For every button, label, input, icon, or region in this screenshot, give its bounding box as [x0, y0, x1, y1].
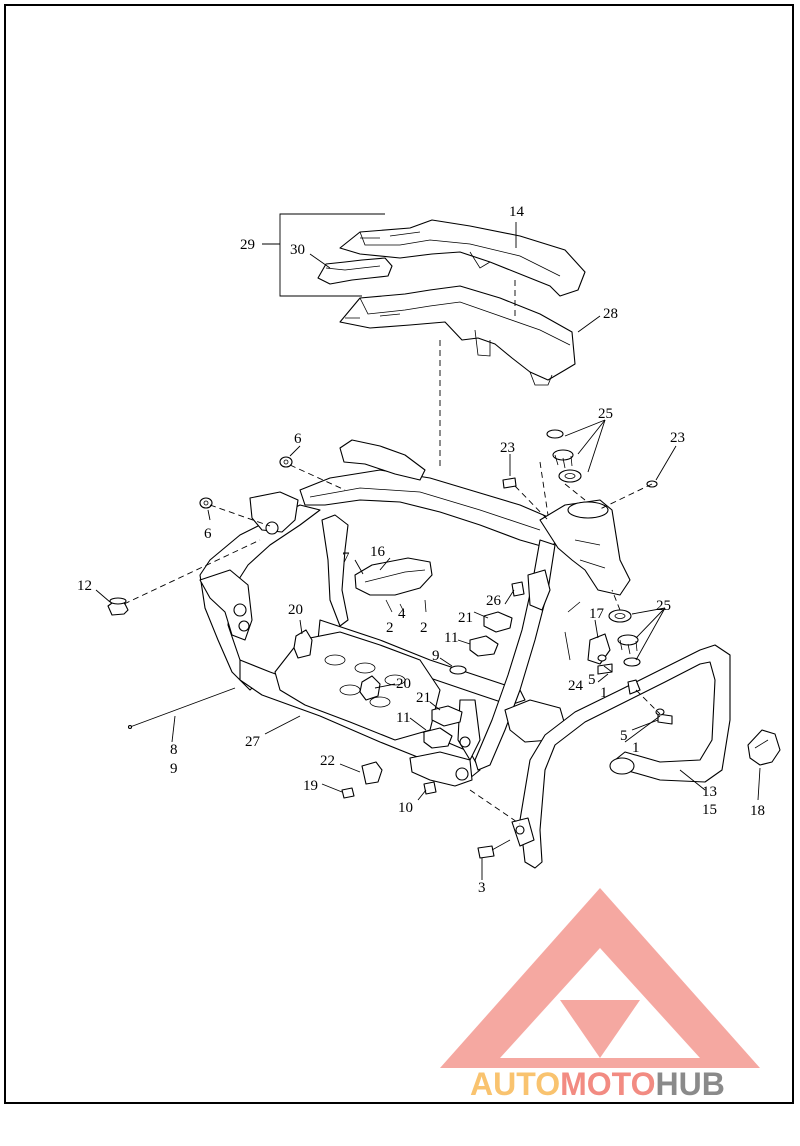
label-20b: 20: [396, 676, 411, 692]
part-25-bearings-lower: [608, 609, 641, 667]
label-14: 14: [509, 204, 525, 220]
label-20a: 20: [288, 602, 303, 618]
label-23b: 23: [670, 430, 685, 446]
automotohub-logo: [440, 888, 760, 1068]
label-29: 29: [240, 237, 255, 253]
label-2b: 2: [420, 620, 428, 636]
part-20-clamps: [293, 629, 381, 701]
label-9a: 9: [432, 648, 440, 664]
label-12: 12: [77, 578, 92, 594]
part-18-bracket: [747, 729, 781, 766]
label-30: 30: [290, 242, 305, 258]
part-1-5-screws: [597, 654, 673, 725]
label-25b: 25: [656, 598, 671, 614]
part-25-bearings-upper: [546, 429, 582, 483]
label-5a: 5: [588, 672, 596, 688]
label-11b: 11: [396, 710, 410, 726]
watermark-hub-text: HUB: [655, 1066, 724, 1102]
label-21b: 21: [416, 690, 431, 706]
label-15: 15: [702, 802, 717, 818]
part-14-cover: [339, 219, 586, 297]
part-21-11-straps: [423, 611, 513, 749]
label-17: 17: [589, 606, 605, 622]
label-3: 3: [478, 880, 486, 896]
label-16: 16: [370, 544, 386, 560]
label-9b: 9: [170, 761, 178, 777]
part-9-tie: [449, 665, 467, 675]
part-19-screw: [341, 787, 355, 799]
label-13: 13: [702, 784, 717, 800]
part-13-engine-guard: [511, 644, 731, 869]
part-8-cable: [127, 687, 236, 730]
label-28: 28: [603, 306, 618, 322]
label-5b: 5: [620, 728, 628, 744]
part-30-bracket: [317, 257, 393, 285]
label-22: 22: [320, 753, 335, 769]
watermark-auto: AUTOMOTOHUB: [470, 1066, 725, 1102]
part-3-bolt: [477, 839, 511, 859]
part-28-tray: [339, 285, 576, 386]
part-16-cover: [354, 557, 433, 596]
label-23a: 23: [500, 440, 515, 456]
label-25a: 25: [598, 406, 613, 422]
part-22-clip: [361, 761, 383, 785]
label-26: 26: [486, 593, 502, 609]
part-number-labels: 14 29 30 28 25 23 23 6 6 12 7 16 4 2 2 2…: [77, 204, 765, 896]
label-1a: 1: [600, 685, 608, 701]
main-frame: [199, 439, 631, 787]
label-11a: 11: [444, 630, 458, 646]
assembly-dashed-lines: [123, 461, 661, 825]
label-18: 18: [750, 803, 765, 819]
label-7: 7: [342, 550, 350, 566]
label-24: 24: [568, 678, 584, 694]
watermark-auto-text: AUTO: [470, 1066, 560, 1102]
bracket-29: [279, 213, 385, 297]
leader-lines: [95, 222, 761, 880]
part-12-bumper: [107, 597, 129, 616]
part-10-screw: [423, 781, 437, 795]
label-4: 4: [398, 606, 406, 622]
label-21a: 21: [458, 610, 473, 626]
diagram-border: [4, 4, 794, 1104]
watermark-moto-text: MOTO: [560, 1066, 655, 1102]
label-2a: 2: [386, 620, 394, 636]
part-23-bolts: [502, 477, 658, 489]
label-6b: 6: [204, 526, 212, 542]
label-27: 27: [245, 734, 261, 750]
part-2-4-screws: [385, 599, 427, 613]
label-1b: 1: [632, 740, 640, 756]
part-6-nuts: [199, 456, 293, 509]
part-26-clip: [511, 581, 525, 597]
label-10: 10: [398, 800, 413, 816]
label-19: 19: [303, 778, 318, 794]
label-6a: 6: [294, 431, 302, 447]
label-8: 8: [170, 742, 178, 758]
